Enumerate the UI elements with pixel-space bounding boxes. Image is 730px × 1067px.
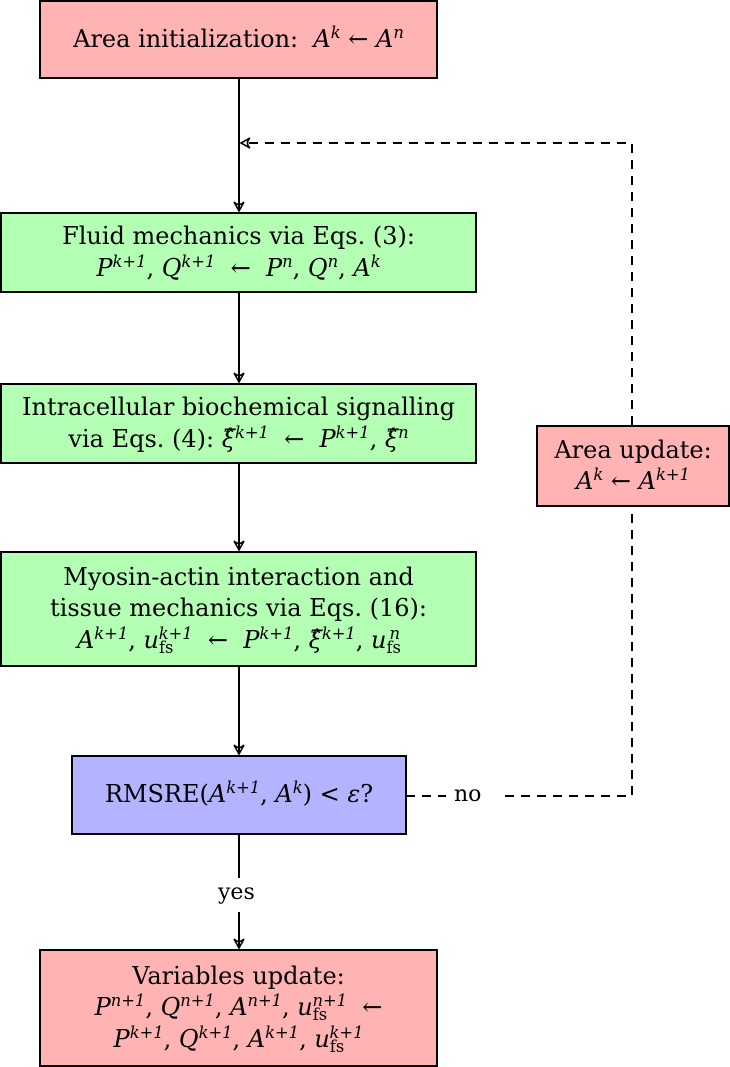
signalling-title: Intracellular biochemical signalling — [22, 393, 455, 422]
myosin-title-2: tissue mechanics via Eqs. (16): — [50, 594, 427, 623]
convergence-condition: RMSRE(Ak+1, Ak) < ε? — [104, 778, 374, 809]
area-update-title: Area update: — [554, 435, 712, 464]
init-text: Area initialization: Ak ← An — [73, 22, 404, 53]
myosin-title-1: Myosin-actin interaction and — [63, 563, 414, 592]
fluid-equation: Pk+1, Qk+1 ← Pn, Qn, Ak — [96, 251, 381, 282]
fluid-mechanics-box: Fluid mechanics via Eqs. (3): Pk+1, Qk+1… — [0, 212, 477, 293]
variables-update-line-2: Pk+1, Qk+1, Ak+1, ufsk+1 — [113, 1022, 364, 1056]
myosin-equation: Ak+1, ufsk+1 ← Pk+1, ξ̂k+1, ufsn — [76, 623, 401, 657]
variables-update-box: Variables update: Pn+1, Qn+1, An+1, ufsn… — [39, 949, 438, 1067]
signalling-equation: via Eqs. (4): ξ̂k+1 ← Pk+1, ξ̂n — [68, 422, 409, 453]
yes-label: yes — [214, 880, 259, 905]
fluid-title: Fluid mechanics via Eqs. (3): — [62, 222, 415, 251]
area-update-equation: Ak ← Ak+1 — [576, 465, 690, 495]
init-box: Area initialization: Ak ← An — [39, 0, 438, 79]
variables-update-title: Variables update: — [132, 962, 345, 991]
variables-update-line-1: Pn+1, Qn+1, An+1, ufsn+1 ← — [94, 991, 383, 1025]
convergence-check-box: RMSRE(Ak+1, Ak) < ε? — [71, 755, 407, 835]
area-update-box: Area update: Ak ← Ak+1 — [536, 425, 730, 507]
dashed-no-to-area-update — [505, 507, 633, 797]
myosin-actin-box: Myosin-actin interaction and tissue mech… — [0, 551, 477, 667]
no-label: no — [450, 782, 486, 807]
signalling-box: Intracellular biochemical signalling via… — [0, 383, 477, 464]
